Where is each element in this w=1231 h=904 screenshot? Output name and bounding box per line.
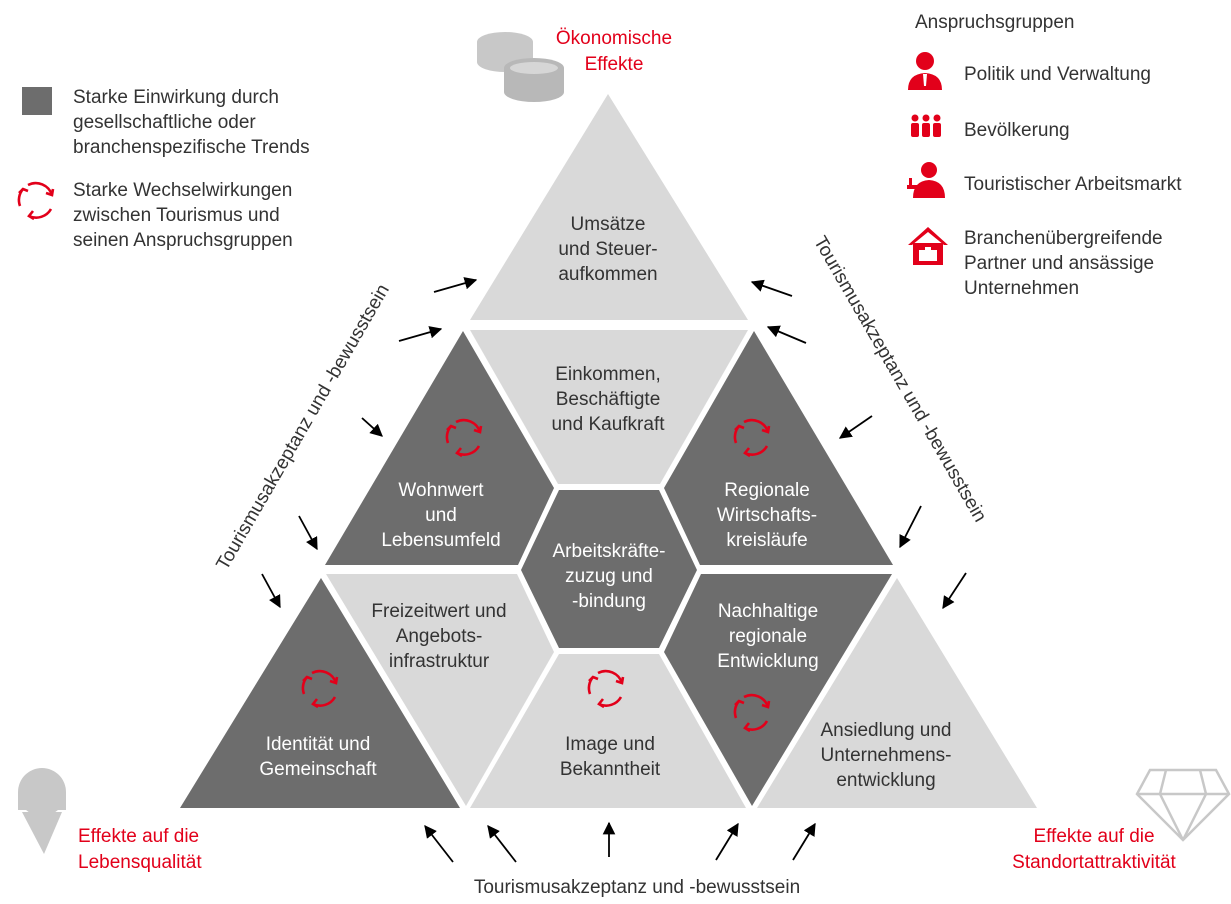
- population-icon: [911, 114, 941, 137]
- cell-freizeit: [326, 574, 554, 806]
- cell-arbeitskraefte: [521, 490, 697, 648]
- stakeholder-partner-line-2: Partner und ansässige: [964, 253, 1154, 274]
- arrow: [361, 417, 383, 437]
- politician-icon: [908, 52, 942, 90]
- arrow: [942, 572, 967, 610]
- arrow: [750, 279, 793, 297]
- cell-nachhaltige-line-3: Entwicklung: [717, 651, 818, 672]
- cell-umsaetze-line-2: und Steuer-: [558, 239, 657, 260]
- cell-umsaetze: [470, 94, 748, 320]
- stakeholder-arbeitsmarkt: Touristischer Arbeitsmarkt: [964, 174, 1182, 195]
- diamond-icon: [1135, 768, 1231, 842]
- cell-ansiedlung: [757, 578, 1037, 808]
- legend-dark-line-3: branchenspezifische Trends: [73, 137, 310, 158]
- arrow: [715, 822, 739, 861]
- ice-cream-icon: [18, 768, 66, 854]
- influence-arrows: [261, 277, 967, 863]
- legend-cycle-line-2: zwischen Tourismus und: [73, 205, 280, 226]
- cell-umsaetze-line-1: Umsätze: [571, 214, 646, 235]
- cell-regionale: [664, 331, 893, 565]
- arrow: [792, 822, 816, 861]
- stakeholder-partner-line-3: Unternehmen: [964, 278, 1079, 299]
- legend-cycle-line-3: seinen Anspruchsgruppen: [73, 230, 293, 251]
- house-briefcase-icon: [908, 227, 948, 265]
- cell-arbeitskraefte-line-3: -bindung: [572, 591, 646, 612]
- coins-icon: [477, 32, 564, 102]
- cell-identitaet-line-1: Identität und: [266, 734, 371, 755]
- arrow: [838, 415, 873, 439]
- waiter-icon: [907, 162, 945, 198]
- stakeholders-title: Anspruchsgruppen: [915, 12, 1075, 33]
- legend-dark-line-1: Starke Einwirkung durch: [73, 87, 279, 108]
- cell-einkommen-line-3: und Kaufkraft: [551, 414, 665, 435]
- arrow: [899, 505, 922, 549]
- arrow: [261, 573, 281, 609]
- cell-einkommen: [470, 330, 748, 484]
- arrow: [487, 825, 517, 863]
- cell-image: [470, 654, 746, 808]
- legend-dark-line-2: gesellschaftliche oder: [73, 112, 256, 133]
- cell-regionale-line-3: kreisläufe: [726, 530, 807, 551]
- cell-ansiedlung-line-1: Ansiedlung und: [821, 720, 952, 741]
- legend-cycle-icon: [17, 181, 55, 221]
- stakeholder-bevoelkerung: Bevölkerung: [964, 120, 1070, 141]
- arrow: [766, 325, 807, 344]
- corner-bottom-right-line-2: Standortattraktivität: [1012, 852, 1176, 873]
- cell-image-line-2: Bekanntheit: [560, 759, 661, 780]
- cell-wohnwert-line-3: Lebensumfeld: [381, 530, 500, 551]
- cell-wohnwert-line-1: Wohnwert: [398, 480, 484, 501]
- cell-arbeitskraefte-line-2: zuzug und: [565, 566, 653, 587]
- cell-wohnwert: [325, 331, 554, 565]
- corner-bottom-left-line-1: Effekte auf die: [78, 826, 199, 847]
- corner-top-line-1: Ökonomische: [556, 28, 672, 49]
- legend-dark-swatch: [22, 87, 52, 115]
- cell-ansiedlung-line-2: Unternehmens-: [821, 745, 952, 766]
- cell-regionale-line-2: Wirtschafts-: [717, 505, 817, 526]
- cell-regionale-line-1: Regionale: [724, 480, 810, 501]
- cell-nachhaltige-line-2: regionale: [729, 626, 807, 647]
- cell-identitaet: [180, 578, 460, 808]
- cell-identitaet-line-2: Gemeinschaft: [259, 759, 377, 780]
- cell-freizeit-line-3: infrastruktur: [389, 651, 490, 672]
- cell-arbeitskraefte-line-1: Arbeitskräfte-: [553, 541, 666, 562]
- corner-top-line-2: Effekte: [585, 54, 644, 75]
- cell-wohnwert-line-2: und: [425, 505, 457, 526]
- cell-nachhaltige: [664, 574, 892, 806]
- cell-umsaetze-line-3: aufkommen: [558, 264, 657, 285]
- cell-freizeit-line-1: Freizeitwert und: [371, 601, 506, 622]
- cell-einkommen-line-1: Einkommen,: [555, 364, 661, 385]
- stakeholder-politik: Politik und Verwaltung: [964, 64, 1151, 85]
- side-label-bottom: Tourismusakzeptanz und -bewusstsein: [474, 877, 800, 898]
- cell-einkommen-line-2: Beschäftigte: [556, 389, 661, 410]
- legend-cycle-line-1: Starke Wechselwirkungen: [73, 180, 292, 201]
- cell-image-line-1: Image und: [565, 734, 655, 755]
- corner-bottom-right-line-1: Effekte auf die: [1033, 826, 1154, 847]
- cell-ansiedlung-line-3: entwicklung: [836, 770, 935, 791]
- corner-bottom-left-line-2: Lebensqualität: [78, 852, 202, 873]
- cell-freizeit-line-2: Angebots-: [396, 626, 483, 647]
- arrow: [433, 277, 478, 293]
- cell-nachhaltige-line-1: Nachhaltige: [718, 601, 818, 622]
- arrow: [424, 825, 454, 863]
- arrow: [298, 515, 318, 551]
- arrow: [398, 326, 443, 342]
- stakeholder-partner-line-1: Branchenübergreifende: [964, 228, 1163, 249]
